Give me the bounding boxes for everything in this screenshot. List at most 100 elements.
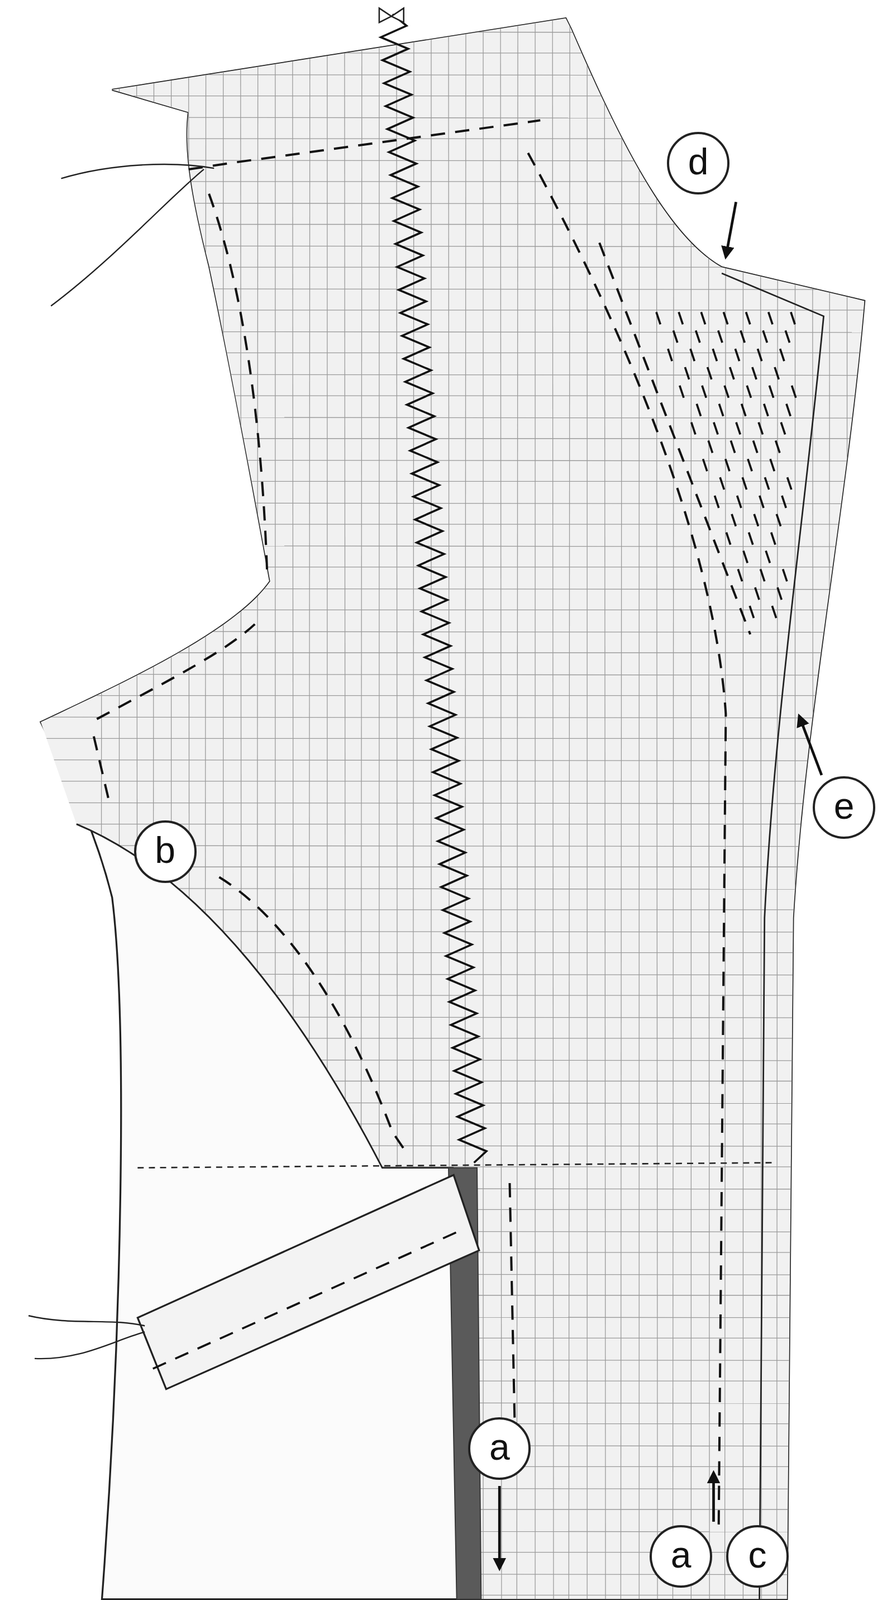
canvas-grid-line xyxy=(0,1102,887,1104)
canvas-grid-line xyxy=(378,0,380,1599)
canvas-grid-line xyxy=(0,266,887,268)
basting-lines xyxy=(93,120,751,1529)
canvas-grid-line xyxy=(690,0,692,1599)
canvas-grid-line xyxy=(0,31,887,33)
canvas-grid-line xyxy=(0,1059,887,1061)
pad-stitch xyxy=(786,403,791,417)
canvas-grid-line xyxy=(292,0,294,1599)
canvas-grid-line xyxy=(0,523,887,524)
canvas-grid-line xyxy=(136,0,138,1599)
pad-stitch xyxy=(679,385,684,398)
canvas-grid-line xyxy=(0,352,887,354)
callout-letter: a xyxy=(468,1416,531,1480)
pad-stitch xyxy=(656,311,661,324)
canvas-grid-line xyxy=(0,138,887,140)
canvas-grid-line xyxy=(240,0,242,1599)
callout-letter: a xyxy=(649,1524,713,1587)
canvas-grid-line xyxy=(0,802,887,804)
pad-stitch xyxy=(781,495,786,508)
canvas-grid-line xyxy=(0,74,887,76)
pad-stitch xyxy=(737,568,742,581)
canvas-grid-line xyxy=(0,716,887,718)
canvas-grid-line xyxy=(0,930,887,932)
canvas-grid-line xyxy=(620,0,622,1599)
canvas-grid-line xyxy=(0,1123,887,1124)
pad-stitch xyxy=(678,311,683,324)
pad-stitch xyxy=(695,330,700,343)
pocket-basting xyxy=(153,1228,465,1368)
pointer-arrows xyxy=(499,201,822,1568)
canvas-grid-line xyxy=(0,845,887,847)
pad-stitch xyxy=(747,458,752,471)
pad-stitch xyxy=(712,348,717,361)
pad-stitch xyxy=(775,440,780,453)
pad-stitch xyxy=(707,366,712,380)
canvas-grid-line xyxy=(0,95,887,97)
pad-stitch xyxy=(696,403,701,417)
canvas-grid-line xyxy=(0,1144,887,1146)
canvas-grid-line xyxy=(0,394,887,396)
pad-stitch xyxy=(780,422,785,435)
pad-stitch xyxy=(702,385,707,398)
pad-stitch xyxy=(790,311,795,324)
canvas-grid-line xyxy=(638,0,640,1599)
callout-letter: b xyxy=(134,819,197,883)
callout-letter: e xyxy=(812,775,876,839)
pad-stitch xyxy=(755,587,760,600)
canvas-grid-line xyxy=(0,202,887,204)
canvas-grid-line xyxy=(794,0,796,1599)
thread-bow xyxy=(379,8,404,23)
canvas-grid-line xyxy=(0,588,887,590)
pad-stitch xyxy=(768,311,773,324)
pad-stitch xyxy=(746,311,751,324)
canvas-grid-line xyxy=(0,1508,887,1509)
pad-stitch xyxy=(725,458,730,471)
pad-stitch xyxy=(718,403,723,417)
pad-stitch xyxy=(753,440,758,453)
pad-stitch xyxy=(787,477,792,490)
pad-stitch xyxy=(736,422,741,435)
canvas-grid-line xyxy=(482,0,484,1599)
canvas-grid-line xyxy=(118,0,120,1599)
pad-stitch xyxy=(713,422,718,435)
pad-stitch xyxy=(714,495,719,508)
canvas-grid-line xyxy=(656,0,658,1599)
canvas-grid-line xyxy=(604,0,606,1599)
canvas-grid-line xyxy=(0,651,887,653)
canvas-grid-line xyxy=(344,0,346,1599)
pad-stitch xyxy=(726,532,731,545)
pad-stitch xyxy=(723,311,728,324)
pad-stitch xyxy=(731,513,736,527)
canvas-grid-line xyxy=(0,10,887,11)
canvas-grid-line xyxy=(0,416,887,418)
canvas-grid-line xyxy=(0,759,887,761)
canvas-grid-line xyxy=(396,0,398,1599)
canvas-grid-line xyxy=(0,994,887,996)
pad-stitch xyxy=(777,587,782,600)
canvas-grid-line xyxy=(587,0,588,1599)
thread-tails xyxy=(28,164,214,1358)
canvas-grid-line xyxy=(326,0,328,1599)
pad-stitch xyxy=(668,348,672,361)
canvas-grid-line xyxy=(0,973,887,975)
canvas-grid-line xyxy=(360,0,362,1599)
pad-stitch xyxy=(700,311,705,324)
canvas-grid-line xyxy=(0,1487,887,1489)
canvas-grid-line xyxy=(0,566,887,567)
pad-stitch xyxy=(792,385,796,398)
pad-stitch xyxy=(740,330,745,343)
front-edge-tape xyxy=(721,273,824,1599)
canvas-grid-line xyxy=(0,1465,887,1467)
pad-stitch xyxy=(691,422,696,435)
canvas-grid-line xyxy=(725,0,727,1599)
pad-stitch xyxy=(724,385,729,398)
pad-stitch xyxy=(749,605,754,618)
canvas-grid-line xyxy=(0,309,887,311)
canvas-grid-line xyxy=(0,117,887,119)
canvas-grid-line xyxy=(0,288,887,290)
canvas-grid-line xyxy=(500,0,502,1599)
canvas-grid-line xyxy=(742,0,744,1599)
pad-stitch xyxy=(749,532,753,545)
